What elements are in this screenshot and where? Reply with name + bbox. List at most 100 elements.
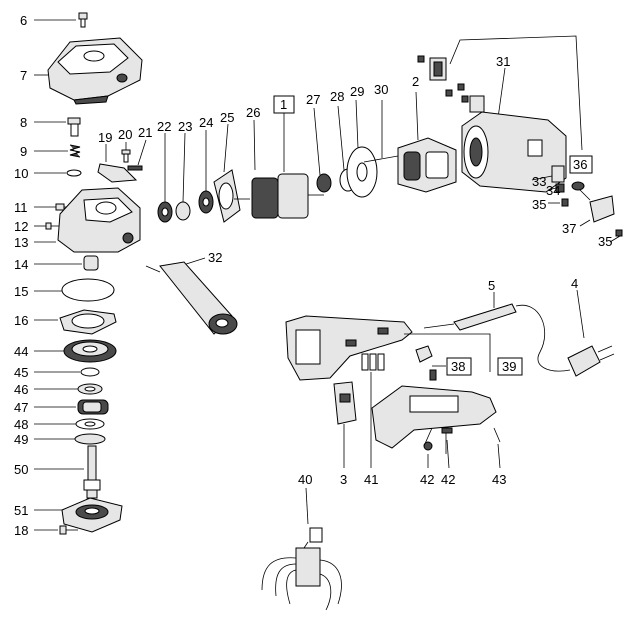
part-13-gear-housing (34, 187, 141, 253)
label-42-a: 42 (420, 472, 434, 487)
label-26: 26 (246, 105, 260, 120)
part-24-gear (198, 130, 214, 214)
label-22: 22 (157, 119, 171, 134)
label-48: 48 (14, 417, 28, 432)
label-10: 10 (14, 166, 28, 181)
part-21-clip (127, 139, 147, 171)
label-6: 6 (20, 13, 27, 28)
part-27-bearing (313, 107, 332, 193)
label-29: 29 (350, 84, 364, 99)
part-18-screw (34, 525, 78, 535)
label-33: 33 (532, 174, 546, 189)
part-48-washer (34, 418, 105, 430)
part-42-screw-a (423, 427, 433, 468)
part-16-flange (34, 309, 117, 335)
label-20: 20 (118, 127, 132, 142)
part-42-screw-b (441, 427, 453, 469)
label-51: 51 (14, 503, 28, 518)
label-24: 24 (199, 115, 213, 130)
label-16: 16 (14, 313, 28, 328)
label-3: 3 (340, 472, 347, 487)
label-45: 45 (14, 365, 28, 380)
label-8: 8 (20, 115, 27, 130)
label-box-39 (497, 357, 523, 376)
part-2-stator (397, 91, 457, 193)
part-15-disc (34, 278, 115, 302)
part-29-disc (346, 99, 378, 198)
label-37: 37 (562, 221, 576, 236)
label-34: 34 (546, 183, 560, 198)
label-43: 43 (492, 472, 506, 487)
part-7-cover (34, 37, 143, 105)
label-35-lower: 35 (598, 234, 612, 249)
part-49-ring (34, 433, 106, 445)
label-44: 44 (14, 344, 28, 359)
label-14: 14 (14, 257, 28, 272)
label-25: 25 (220, 110, 234, 125)
label-23: 23 (178, 119, 192, 134)
label-31: 31 (496, 54, 510, 69)
part-handle-housing-upper (285, 315, 413, 381)
label-49: 49 (14, 432, 28, 447)
label-13: 13 (14, 235, 28, 250)
label-46: 46 (14, 382, 28, 397)
part-34-holder (547, 183, 565, 193)
label-11: 11 (14, 200, 28, 215)
part-19-lever (97, 144, 138, 183)
label-35-upper: 35 (532, 197, 546, 212)
part-31-motor-housing (461, 67, 567, 193)
part-33-cap (531, 165, 565, 183)
label-28: 28 (330, 89, 344, 104)
part-4-plug (567, 289, 615, 377)
part-43-screw (493, 427, 501, 469)
label-7: 7 (20, 68, 27, 83)
part-51-flange (34, 497, 123, 533)
part-26-armature (234, 119, 324, 219)
part-5-cable (423, 292, 571, 372)
part-46-washer (34, 383, 103, 395)
label-4: 4 (571, 276, 578, 291)
part-32-side-handle (145, 257, 238, 335)
label-50: 50 (14, 462, 28, 477)
label-5: 5 (488, 278, 495, 293)
label-40: 40 (298, 472, 312, 487)
label-41: 41 (364, 472, 378, 487)
label-9: 9 (20, 144, 27, 159)
label-39: 39 (502, 359, 516, 374)
part-45-ring (34, 367, 100, 377)
label-19: 19 (98, 130, 112, 145)
part-30-rod (363, 100, 399, 163)
label-box-36 (569, 155, 593, 174)
part-25-fan (213, 123, 241, 223)
label-42-b: 42 (441, 472, 455, 487)
part-37-plate (571, 181, 615, 227)
label-32: 32 (208, 250, 222, 265)
part-20-screw (121, 142, 131, 163)
label-box-1 (273, 95, 295, 114)
part-40-wiring (261, 487, 342, 611)
part-35-screw-lower (609, 229, 623, 243)
part-8-pin (34, 117, 81, 137)
label-36: 36 (573, 157, 587, 172)
part-6-screw (34, 12, 88, 28)
label-1: 1 (280, 97, 287, 112)
label-12: 12 (14, 219, 28, 234)
part-50-spindle (34, 445, 101, 499)
part-12-screw (34, 222, 60, 230)
part-47-bearing (34, 399, 109, 415)
label-box-38 (446, 357, 472, 376)
label-47: 47 (14, 400, 28, 415)
part-3-switch (333, 381, 357, 468)
label-30: 30 (374, 82, 388, 97)
part-36-brush-set (417, 35, 583, 151)
label-18: 18 (14, 523, 28, 538)
part-22-bearing (157, 133, 173, 223)
part-44-gear (34, 339, 117, 363)
part-23-bush (175, 132, 191, 221)
part-38-clamp (415, 345, 446, 381)
part-41-switch (361, 353, 385, 468)
label-21: 21 (138, 125, 152, 140)
label-38: 38 (451, 359, 465, 374)
label-2: 2 (412, 74, 419, 89)
